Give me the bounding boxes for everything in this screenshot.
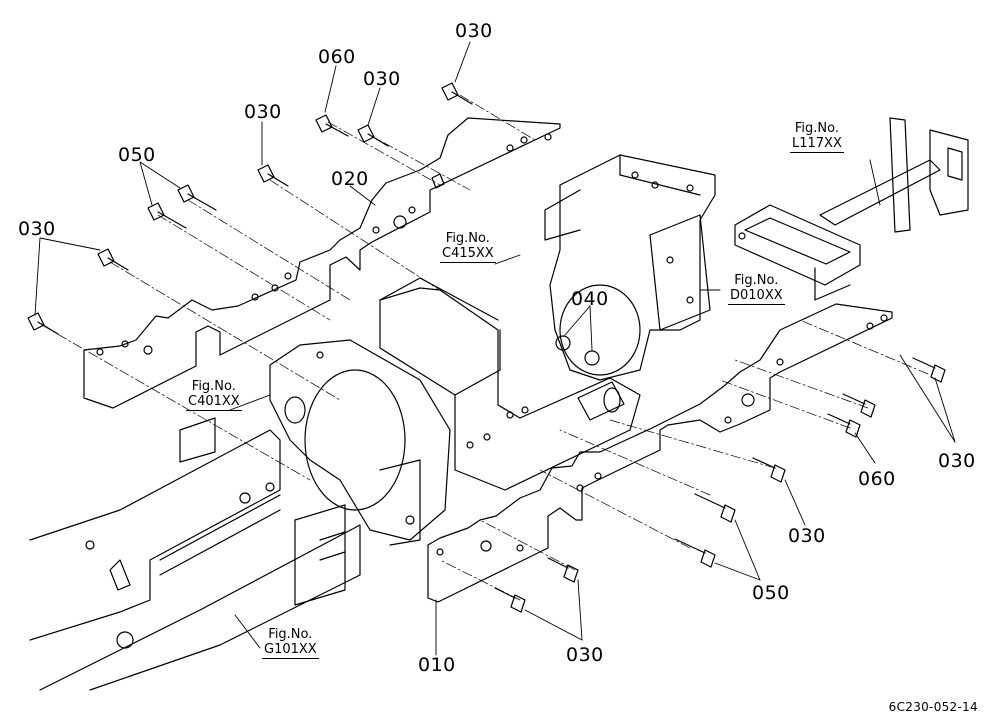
callout-010: 010 (418, 654, 456, 676)
bolts (27, 82, 946, 613)
bolt-030-bottom-b (494, 587, 526, 613)
clutch-housing-plate (269, 339, 451, 546)
bolt-030-right-low (752, 457, 786, 483)
figref-c401-code: C401XX (186, 393, 242, 411)
callout-pointers (34, 41, 956, 656)
figref-d010-code: D010XX (728, 287, 785, 305)
bolt-050-right-a (694, 493, 736, 523)
bolt-030-top2 (357, 124, 389, 147)
main-chassis-frame (29, 417, 361, 691)
frame-rail-left (83, 117, 561, 409)
callout-020: 020 (331, 168, 369, 190)
callout-030-top2: 030 (363, 68, 401, 90)
callout-030-top: 030 (455, 20, 493, 42)
figref-g101-label: Fig.No. (268, 627, 313, 642)
drawing-number: 6C230-052-14 (888, 700, 978, 714)
bolt-030-upper-left (257, 164, 289, 187)
bolt-060-top (315, 114, 349, 137)
figref-l117-code: L117XX (790, 135, 844, 153)
nut-040-a (555, 335, 571, 351)
nut-040-b (584, 350, 600, 366)
bolt-030-top (441, 82, 473, 105)
callout-050-right: 050 (752, 582, 790, 604)
bolt-030-right-a (912, 357, 946, 383)
callout-060-top: 060 (318, 46, 356, 68)
leader-lines (41, 94, 929, 601)
bolt-050-a (177, 184, 217, 211)
callout-030-right: 030 (938, 450, 976, 472)
figref-d010: Fig.No. D010XX (728, 273, 785, 305)
bolt-030-left-a (97, 248, 129, 271)
bolt-030-bottom-a (547, 557, 579, 583)
bolt-050-b (147, 202, 187, 229)
transmission-housing (544, 154, 716, 381)
front-bracket (734, 117, 969, 301)
callout-030-upper-left: 030 (244, 101, 282, 123)
bolt-050-right-b (674, 538, 716, 568)
bolt-030-left-b (27, 312, 59, 335)
callout-030-right-low: 030 (788, 525, 826, 547)
figref-l117: Fig.No. L117XX (790, 121, 844, 153)
callout-060-right: 060 (858, 468, 896, 490)
callout-030-bottom: 030 (566, 644, 604, 666)
front-axle-support (379, 277, 641, 491)
figref-c415-label: Fig.No. (445, 231, 490, 246)
callout-040: 040 (571, 288, 609, 310)
figref-c415-code: C415XX (440, 245, 496, 263)
figref-g101: Fig.No. G101XX (262, 627, 319, 659)
figref-l117-label: Fig.No. (794, 121, 839, 136)
figref-c401-label: Fig.No. (191, 379, 236, 394)
bolt-060-right (827, 413, 861, 438)
bolt-030-right-b (842, 393, 876, 418)
figref-d010-label: Fig.No. (734, 273, 779, 288)
figref-c415: Fig.No. C415XX (440, 231, 496, 263)
callout-050-left: 050 (118, 144, 156, 166)
callout-030-left: 030 (18, 218, 56, 240)
frame-rail-right (427, 303, 893, 603)
figref-g101-code: G101XX (262, 641, 319, 659)
figref-c401: Fig.No. C401XX (186, 379, 242, 411)
